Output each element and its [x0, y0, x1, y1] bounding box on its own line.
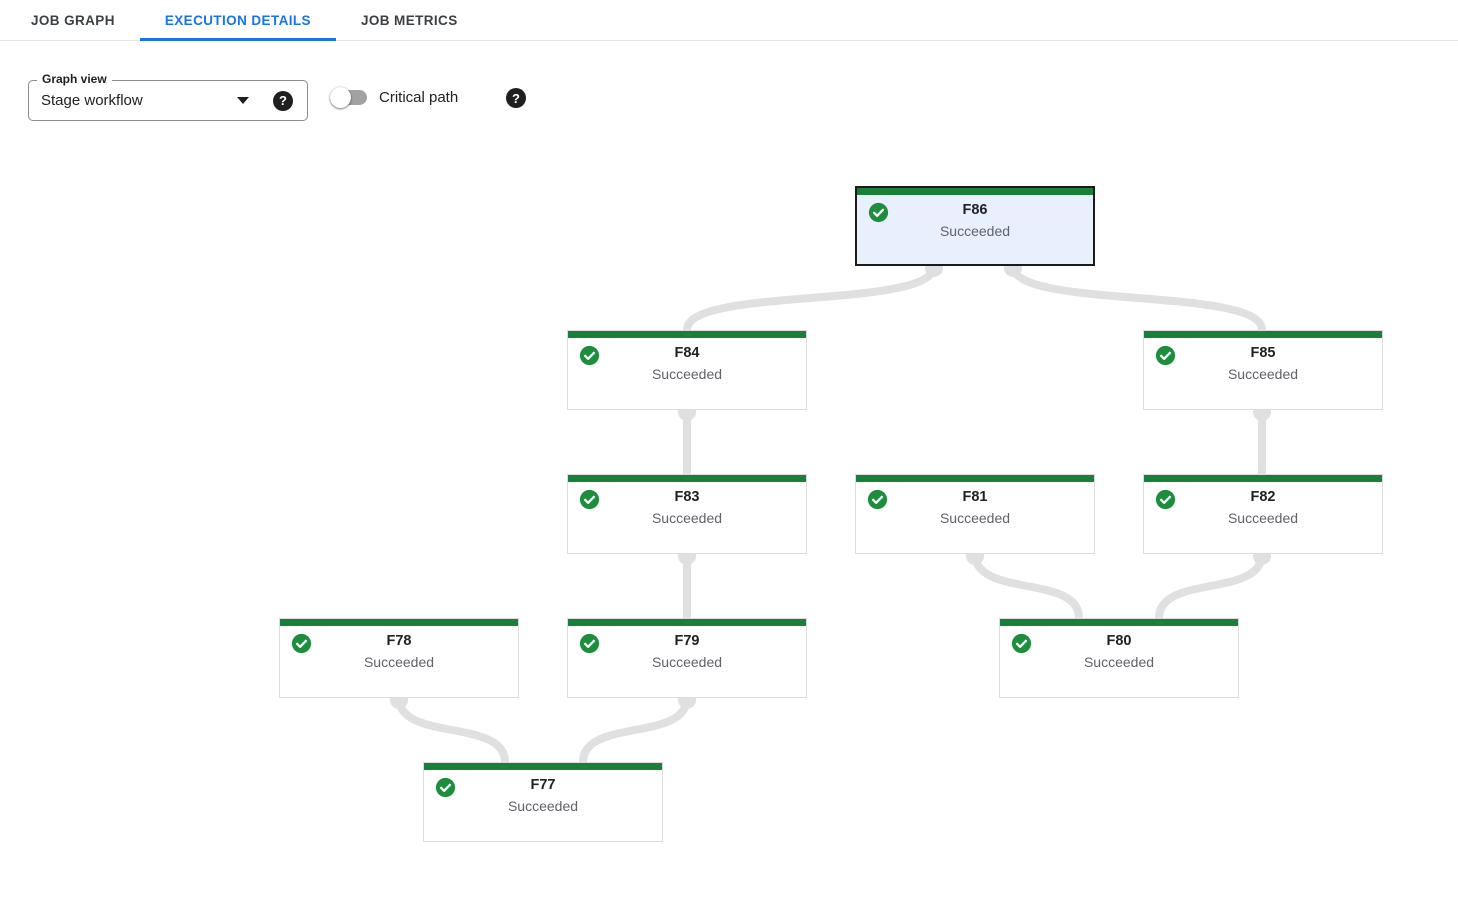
graph-view-select[interactable]: Graph view Stage workflow ?	[28, 72, 308, 121]
check-circle-icon	[435, 777, 456, 798]
stage-status-bar	[568, 475, 806, 482]
stage-status-bar	[1144, 475, 1382, 482]
check-circle-icon	[579, 489, 600, 510]
stage-status: Succeeded	[1083, 654, 1155, 670]
stage-status: Succeeded	[651, 510, 723, 526]
stage-status: Succeeded	[507, 798, 579, 814]
stage-node-f82[interactable]: F82 Succeeded	[1143, 474, 1383, 554]
check-circle-icon	[1011, 633, 1032, 654]
stage-status-bar	[1144, 331, 1382, 338]
stage-name: F81	[962, 489, 988, 505]
graph-view-value: Stage workflow	[41, 92, 143, 109]
stage-node-f77[interactable]: F77 Succeeded	[423, 762, 663, 842]
critical-path-label: Critical path	[379, 89, 459, 106]
graph-edge	[683, 262, 938, 334]
stage-name: F80	[1106, 633, 1132, 649]
stage-status: Succeeded	[939, 223, 1011, 239]
stage-name: F86	[962, 202, 988, 218]
stage-name: F85	[1250, 345, 1276, 361]
check-circle-icon	[1155, 345, 1176, 366]
stage-status-bar	[424, 763, 662, 770]
tab-job-metrics[interactable]: JOB METRICS	[360, 12, 458, 28]
graph-edge	[971, 550, 1083, 622]
stage-name: F78	[386, 633, 412, 649]
graph-edge	[1155, 550, 1266, 622]
critical-path-toggle[interactable]	[330, 87, 368, 108]
check-circle-icon	[579, 345, 600, 366]
stage-status: Succeeded	[363, 654, 435, 670]
stage-name: F79	[674, 633, 700, 649]
stage-status-bar	[856, 475, 1094, 482]
tab-execution-details[interactable]: EXECUTION DETAILS	[139, 0, 336, 41]
stage-status-bar	[568, 331, 806, 338]
stage-name: F83	[674, 489, 700, 505]
stage-name: F84	[674, 345, 700, 361]
graph-edge	[395, 694, 509, 766]
stage-node-f86[interactable]: F86 Succeeded	[855, 186, 1095, 266]
check-circle-icon	[868, 202, 889, 223]
check-circle-icon	[1155, 489, 1176, 510]
stage-status-bar	[857, 188, 1093, 195]
check-circle-icon	[579, 633, 600, 654]
stage-status-bar	[280, 619, 518, 626]
check-circle-icon	[867, 489, 888, 510]
graph-edge	[579, 694, 691, 766]
stage-status: Succeeded	[1227, 366, 1299, 382]
chevron-down-icon	[237, 97, 249, 104]
job-tabbar: JOB GRAPH EXECUTION DETAILS JOB METRICS	[0, 0, 1458, 41]
stage-status: Succeeded	[1227, 510, 1299, 526]
stage-status: Succeeded	[651, 654, 723, 670]
toggle-knob-icon	[330, 87, 351, 108]
tab-job-graph[interactable]: JOB GRAPH	[31, 12, 115, 28]
graph-edge	[1009, 262, 1266, 334]
stage-node-f79[interactable]: F79 Succeeded	[567, 618, 807, 698]
stage-node-f85[interactable]: F85 Succeeded	[1143, 330, 1383, 410]
stage-status: Succeeded	[651, 366, 723, 382]
stage-name: F77	[530, 777, 556, 793]
check-circle-icon	[291, 633, 312, 654]
stage-status: Succeeded	[939, 510, 1011, 526]
graph-controls: Graph view Stage workflow ? Critical pat…	[0, 41, 1458, 141]
stage-node-f80[interactable]: F80 Succeeded	[999, 618, 1239, 698]
stage-node-f78[interactable]: F78 Succeeded	[279, 618, 519, 698]
stage-node-f84[interactable]: F84 Succeeded	[567, 330, 807, 410]
stage-status-bar	[1000, 619, 1238, 626]
graph-view-help-icon[interactable]: ?	[273, 90, 293, 111]
stage-node-f81[interactable]: F81 Succeeded	[855, 474, 1095, 554]
critical-path-help-icon[interactable]: ?	[506, 88, 526, 108]
graph-view-label: Graph view	[37, 72, 112, 86]
stage-name: F82	[1250, 489, 1276, 505]
stage-status-bar	[568, 619, 806, 626]
stage-node-f83[interactable]: F83 Succeeded	[567, 474, 807, 554]
